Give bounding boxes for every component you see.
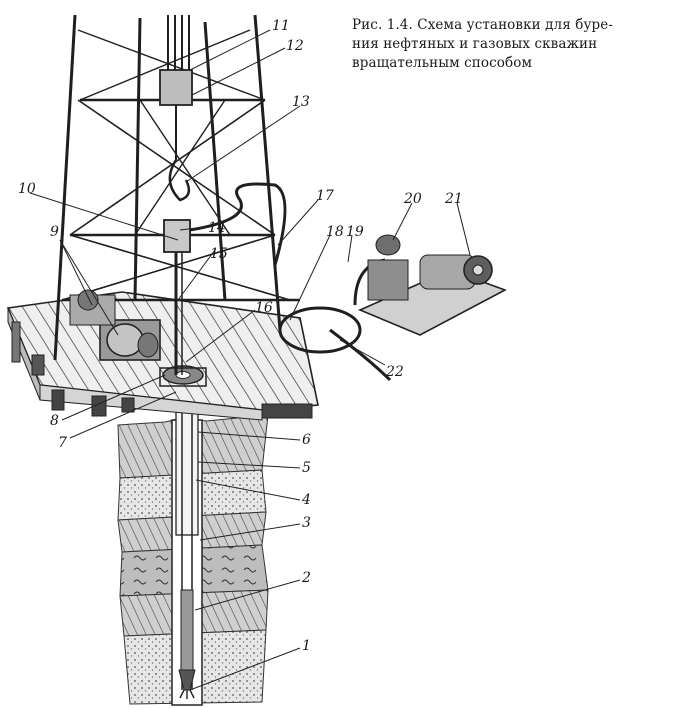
callout-22: 22 bbox=[385, 364, 404, 380]
callout-7: 7 bbox=[58, 435, 67, 451]
callout-3: 3 bbox=[302, 515, 311, 531]
callout-11: 11 bbox=[272, 18, 290, 34]
mud-hose bbox=[189, 182, 287, 266]
callout-2: 2 bbox=[301, 570, 311, 586]
hook bbox=[168, 159, 191, 202]
callout-12: 12 bbox=[286, 38, 304, 54]
callout-16: 16 bbox=[255, 300, 273, 316]
callout-9: 9 bbox=[50, 224, 59, 240]
travelling-block bbox=[159, 69, 193, 106]
callout-18: 18 bbox=[326, 224, 344, 240]
callout-10: 10 bbox=[18, 181, 36, 197]
callout-20: 20 bbox=[403, 191, 422, 207]
callout-15: 15 bbox=[210, 246, 228, 262]
callout-8: 8 bbox=[50, 413, 59, 429]
figure-caption: Рис. 1.4. Схема установки для буре- ния … bbox=[352, 16, 692, 73]
callout-labels: 1 2 3 4 5 6 7 8 9 10 11 12 13 14 15 16 1… bbox=[18, 18, 463, 654]
callout-19: 19 bbox=[346, 224, 364, 240]
drill-collar bbox=[180, 589, 194, 671]
leader-lines bbox=[29, 29, 471, 691]
callout-4: 4 bbox=[301, 492, 311, 508]
callout-6: 6 bbox=[302, 432, 311, 448]
callout-13: 13 bbox=[292, 94, 310, 110]
caption-line: ния нефтяных и газовых скважин bbox=[352, 36, 598, 52]
mud-pump-unit bbox=[357, 234, 507, 336]
caption-line: вращательным способом bbox=[352, 55, 533, 71]
swivel bbox=[163, 219, 191, 253]
callout-17: 17 bbox=[316, 188, 334, 204]
callout-21: 21 bbox=[444, 191, 463, 207]
borehole bbox=[171, 394, 203, 706]
callout-5: 5 bbox=[302, 460, 311, 476]
drawworks bbox=[69, 289, 161, 361]
casing-pipe bbox=[175, 394, 199, 536]
callout-1: 1 bbox=[302, 638, 311, 654]
caption-line: Рис. 1.4. Схема установки для буре- bbox=[352, 17, 613, 33]
callout-14: 14 bbox=[208, 220, 226, 236]
